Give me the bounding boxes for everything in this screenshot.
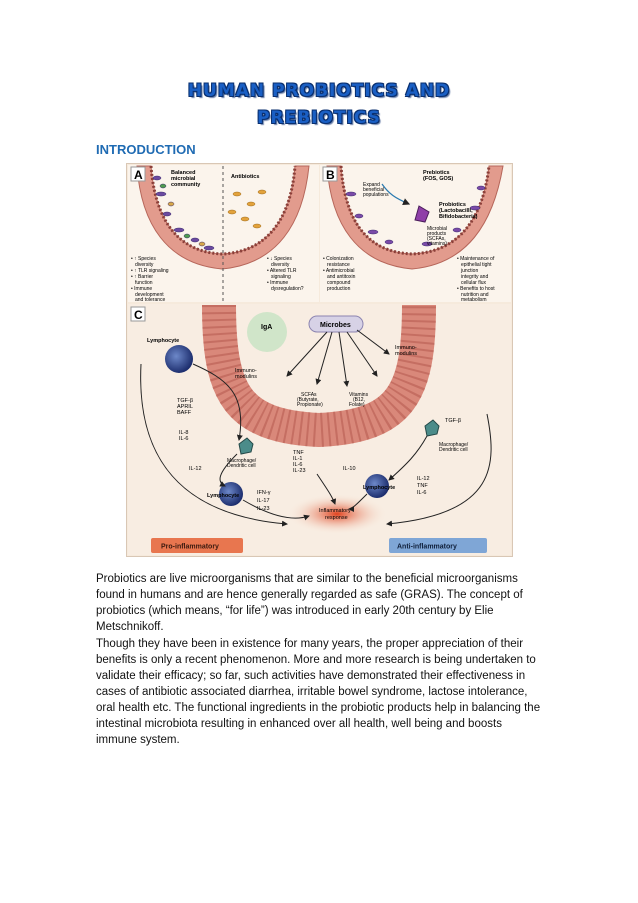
svg-text:SCFAs (Butyrate, P: SCFAs (Butyrate, Propionate) Vitamins (B… bbox=[297, 392, 369, 408]
panel-c-letter: C bbox=[134, 308, 143, 322]
title-line-2: PREBIOTICS bbox=[257, 108, 381, 128]
probiotic-shape-icon bbox=[414, 205, 430, 223]
pro-inflammatory-label: Pro-inflammatory bbox=[161, 544, 219, 551]
antibiotic-pills-icon bbox=[227, 189, 267, 229]
svg-text:TNF IL-1 IL-6: TNF IL-1 IL-6 IL-23 bbox=[293, 450, 306, 474]
paragraph-2: Though they have been in existence for m… bbox=[96, 638, 541, 746]
svg-text:• ↓ Species diversity: • ↓ Species diversity • Altered TLR sign… bbox=[267, 256, 304, 292]
svg-text:Probiotics (Lactobacilli: Probiotics (Lactobacilli, Bifidobacteria… bbox=[439, 202, 478, 220]
il12-left-label: IL-12 bbox=[189, 466, 202, 472]
a-community-1: Balanced bbox=[171, 170, 195, 176]
a-community-3: community bbox=[171, 182, 201, 188]
title-line-1: HUMAN PROBIOTICS AND bbox=[187, 81, 451, 101]
lymphocyte-bottom-icon bbox=[219, 482, 243, 506]
anti-inflammatory-label: Anti-inflammatory bbox=[397, 544, 457, 551]
macrophage-right-icon bbox=[424, 419, 440, 437]
svg-text:IL-12 TNF IL-6: IL-12 TNF IL-6 bbox=[417, 476, 431, 496]
tgf-right-label: TGF-β bbox=[445, 418, 461, 424]
lymphocyte-bottom-label: Lymphocyte bbox=[207, 493, 239, 499]
svg-text:Inflammatory response: Inflammatory response bbox=[319, 508, 352, 521]
svg-text:IFN-γ IL-17 IL-23: IFN-γ IL-17 IL-23 bbox=[257, 490, 272, 512]
macrophage-left-icon bbox=[238, 437, 254, 455]
panel-a-letter: A bbox=[134, 168, 143, 182]
svg-text:Expand beneficial: Expand beneficial populations bbox=[363, 182, 389, 198]
inflammatory-response-glow bbox=[287, 494, 387, 534]
lymphocyte-right-label: Lymphocyte bbox=[363, 485, 395, 491]
svg-text:• ↑ Species diversity: • ↑ Species diversity • ↑ TLR signaling … bbox=[131, 256, 170, 303]
svg-text:• Maintenance of epithel: • Maintenance of epithelial tight juncti… bbox=[457, 256, 496, 303]
svg-text:• Colonization resistanc: • Colonization resistance • Antimicrobia… bbox=[323, 256, 357, 292]
lymphocyte-right-icon bbox=[365, 474, 389, 498]
svg-text:TGF-β APRIL BAFF: TGF-β APRIL BAFF IL-8 IL-6 bbox=[177, 398, 195, 442]
svg-text:Prebiotics (FOS, GOS): Prebiotics (FOS, GOS) bbox=[423, 170, 453, 182]
iga-cloud-icon bbox=[247, 312, 287, 352]
svg-text:Balanced microbial: Balanced microbial community bbox=[171, 170, 201, 188]
svg-text:Macrophage/ Dendritic ce: Macrophage/ Dendritic cell bbox=[227, 458, 258, 469]
a-antibiotics-label: Antibiotics bbox=[231, 174, 259, 180]
probiotic-bacteria-icon bbox=[345, 185, 486, 247]
panel-a: A Balanced microbial community Antibioti… bbox=[128, 165, 319, 303]
figure-illustration: A Balanced microbial community Antibioti… bbox=[128, 165, 511, 555]
microbes-label: Microbes bbox=[320, 322, 351, 329]
a-community-2: microbial bbox=[171, 176, 196, 182]
svg-text:Immuno- modulins I: Immuno- modulins Immuno- modulins bbox=[235, 345, 418, 380]
pro-inflammatory-bar bbox=[151, 538, 243, 553]
microbes-box bbox=[308, 315, 364, 333]
probiotics-figure: A Balanced microbial community Antibioti… bbox=[126, 163, 513, 557]
svg-text:Microbial products: Microbial products (SCFAs, vitamins) bbox=[427, 226, 448, 247]
section-heading: INTRODUCTION bbox=[96, 142, 196, 157]
lymphocyte-top-icon bbox=[165, 345, 193, 373]
svg-text:Macrophage/ Dendritic ce: Macrophage/ Dendritic cell bbox=[439, 442, 470, 453]
il10-label: IL-10 bbox=[343, 466, 356, 472]
panel-c: C IgA Microbes Lymphocyte Immuno- moduli… bbox=[128, 304, 511, 555]
anti-inflammatory-bar bbox=[389, 538, 487, 553]
document-title: HUMAN PROBIOTICS AND PREBIOTICS bbox=[96, 78, 542, 132]
paragraph-1: Probiotics are live microorganisms that … bbox=[96, 573, 523, 633]
bacteria-cluster-icon bbox=[152, 175, 215, 251]
lymphocyte-top-label: Lymphocyte bbox=[147, 338, 179, 344]
panel-b-letter: B bbox=[326, 168, 335, 182]
iga-label: IgA bbox=[261, 324, 272, 331]
panel-b: B Prebiotics (FOS, GOS) Expand beneficia… bbox=[320, 165, 511, 303]
